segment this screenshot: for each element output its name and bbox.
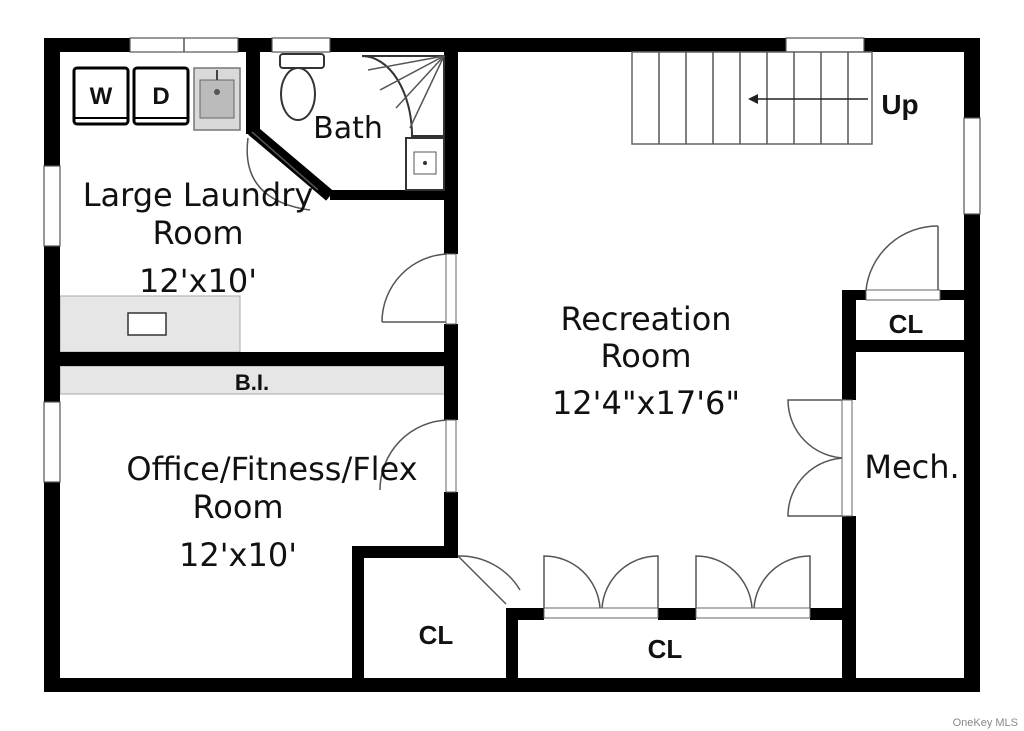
recreation-subtitle: Room bbox=[600, 337, 691, 375]
recreation-title: Recreation bbox=[560, 300, 731, 338]
interior-walls bbox=[44, 38, 980, 692]
closet-bottom-label: CL bbox=[648, 634, 683, 664]
laundry-size: 12'x10' bbox=[139, 262, 257, 300]
mech-door bbox=[787, 399, 853, 517]
dryer-label: D bbox=[152, 83, 169, 110]
corner-shower bbox=[361, 55, 445, 137]
washer-label: W bbox=[90, 83, 113, 110]
bath-label: Bath bbox=[313, 111, 383, 146]
watermark: OneKey MLS bbox=[953, 717, 1018, 729]
office-size: 12'x10' bbox=[179, 536, 297, 574]
office-rec-door bbox=[379, 419, 457, 493]
closet-right-door bbox=[865, 225, 941, 301]
built-in-label: B.I. bbox=[235, 370, 269, 395]
mech-label: Mech. bbox=[864, 448, 959, 486]
bath-vanity bbox=[405, 137, 445, 191]
angled-wall bbox=[248, 125, 334, 201]
counter-sink bbox=[127, 312, 167, 336]
office-subtitle: Room bbox=[192, 488, 283, 526]
laundry-door bbox=[246, 131, 319, 211]
stairs-up-label: Up bbox=[881, 89, 918, 120]
office-title: Office/Fitness/Flex bbox=[126, 450, 417, 488]
laundry-subtitle: Room bbox=[152, 214, 243, 252]
dryer bbox=[132, 66, 190, 126]
closet-right-label: CL bbox=[889, 309, 924, 339]
closet-bottom-doors bbox=[543, 555, 811, 619]
built-in-shelf bbox=[59, 365, 449, 395]
laundry-title: Large Laundry bbox=[83, 176, 314, 214]
recreation-size: 12'4"x17'6" bbox=[552, 384, 740, 422]
toilet bbox=[279, 53, 325, 121]
closet-left-door bbox=[457, 555, 521, 605]
utility-sink bbox=[193, 67, 241, 131]
washer bbox=[72, 66, 130, 126]
stairs bbox=[631, 51, 873, 145]
laundry-rec-door bbox=[381, 253, 457, 325]
closet-bottom-left-label: CL bbox=[419, 620, 454, 650]
